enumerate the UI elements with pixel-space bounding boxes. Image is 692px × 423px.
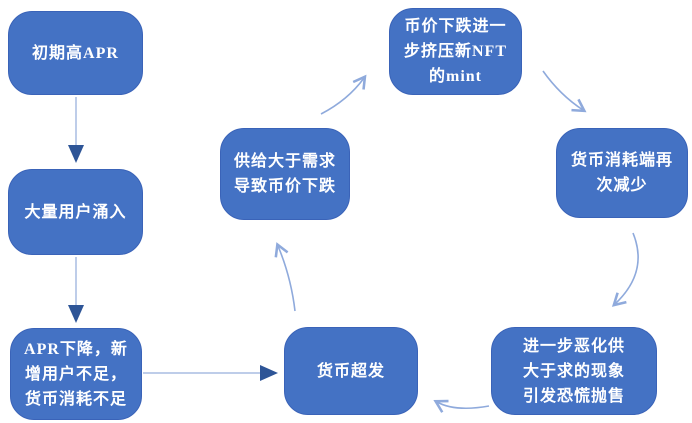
node-supply-exceeds: 供给大于需求 导致币价下跌 [220, 128, 350, 220]
arrow-price-drop-mint-to-consumption-decrease [542, 70, 587, 113]
arrow-over-issuance-to-supply-exceeds [274, 242, 296, 312]
arrow-consumption-decrease-to-worsen-panic [611, 232, 639, 307]
node-users-influx: 大量用户涌入 [8, 169, 143, 255]
node-initial-apr-label: 初期高APR [32, 44, 119, 62]
arrow-worsen-panic-to-over-issuance [433, 399, 490, 413]
node-price-drop-mint-label: 币价下跌进一 步挤压新NFT 的mint [403, 18, 507, 85]
node-apr-drop-label: APR下降，新 增用户不足， 货币消耗不足 [24, 340, 128, 408]
node-initial-apr: 初期高APR [8, 11, 143, 95]
arrow-supply-exceeds-to-price-drop-mint [320, 74, 367, 115]
node-apr-drop: APR下降，新 增用户不足， 货币消耗不足 [10, 328, 142, 420]
node-consumption-decrease: 货币消耗端再 次减少 [556, 128, 688, 218]
node-users-influx-label: 大量用户涌入 [24, 203, 127, 221]
node-over-issuance: 货币超发 [284, 327, 418, 415]
node-supply-exceeds-label: 供给大于需求 导致币价下跌 [233, 153, 336, 195]
node-worsen-panic: 进一步恶化供 大于求的现象 引发恐慌抛售 [491, 327, 657, 415]
node-worsen-panic-label: 进一步恶化供 大于求的现象 引发恐慌抛售 [522, 337, 625, 405]
node-consumption-decrease-label: 货币消耗端再 次减少 [570, 152, 673, 194]
node-price-drop-mint: 币价下跌进一 步挤压新NFT 的mint [389, 8, 522, 95]
node-over-issuance-label: 货币超发 [316, 362, 385, 380]
